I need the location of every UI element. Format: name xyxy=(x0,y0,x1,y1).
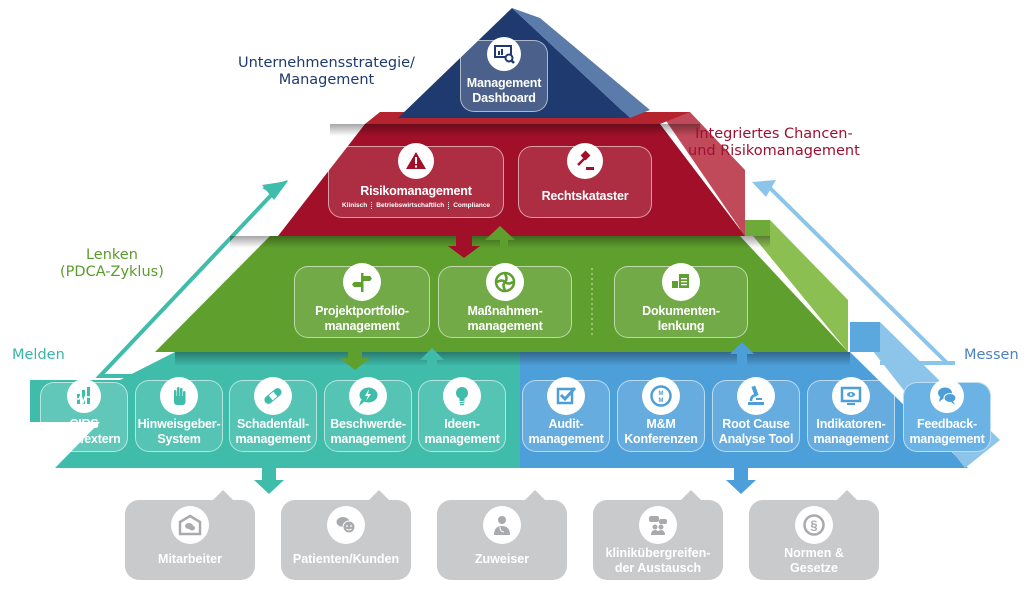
document-hand-icon xyxy=(662,263,700,301)
source-patients-card[interactable]: Patienten/Kunden xyxy=(281,490,411,580)
indicator-title: Indikatoren- management xyxy=(813,417,889,446)
source-referrers-card[interactable]: Zuweiser xyxy=(437,490,567,580)
risk-sub-business: Betriebswirtschaftlich xyxy=(376,202,445,209)
damage-case-title: Schadenfall- management xyxy=(235,417,311,446)
complaint-card[interactable]: Beschwerde- management xyxy=(324,377,412,452)
legal-register-title: Rechtskataster xyxy=(541,189,629,203)
ideas-title: Ideen- management xyxy=(424,417,500,446)
label-measure: Messen xyxy=(964,347,1019,363)
staff-house-icon xyxy=(171,506,209,544)
risk-sub-clinical: Klinisch xyxy=(341,202,368,209)
signpost-icon xyxy=(343,263,381,301)
complaint-title: Beschwerde- management xyxy=(330,417,406,446)
whistleblower-title: Hinweisgeber- System xyxy=(137,417,221,446)
source-exchange-title: klinikübergreifen- der Austausch xyxy=(605,546,711,575)
callout-tip xyxy=(369,490,389,500)
cirs-card[interactable]: CIRS intern/extern xyxy=(40,379,128,452)
source-patients-title: Patienten/Kunden xyxy=(292,552,400,566)
feedback-card[interactable]: Feedback- management xyxy=(903,379,991,452)
project-portfolio-card[interactable]: Projektportfolio- management xyxy=(294,263,430,338)
label-strategy: Unternehmensstrategie/ Management xyxy=(238,55,415,88)
source-norms-title: Normen & Gesetze xyxy=(784,546,844,575)
ideas-card[interactable]: Ideen- management xyxy=(418,377,506,452)
callout-tip xyxy=(681,490,701,500)
warning-icon xyxy=(398,143,434,179)
legal-register-card[interactable]: Rechtskataster xyxy=(518,143,652,218)
mm-conference-title: M&M Konferenzen xyxy=(624,417,698,446)
source-exchange-card[interactable]: klinikübergreifen- der Austausch xyxy=(593,490,723,580)
label-risk-management: Integriertes Chancen- und Risikomanageme… xyxy=(688,126,860,159)
dashboard-analytics-icon xyxy=(487,37,521,71)
monitor-eye-icon xyxy=(832,377,870,415)
sub-divider xyxy=(448,202,450,209)
root-cause-card[interactable]: Root Cause Analyse Tool xyxy=(712,377,800,452)
source-staff-card[interactable]: Mitarbeiter xyxy=(125,490,255,580)
layer-connector-arrows xyxy=(254,226,756,494)
complaint-bubble-icon xyxy=(349,377,387,415)
callout-tip xyxy=(837,490,857,500)
document-control-title: Dokumenten- lenkung xyxy=(642,304,720,333)
microscope-icon xyxy=(737,377,775,415)
cycle-arrowhead-right xyxy=(752,180,776,197)
risk-management-card[interactable]: Risikomanagement Klinisch Betriebswirtsc… xyxy=(328,143,504,218)
management-dashboard-title: Management Dashboard xyxy=(466,76,542,105)
damage-case-card[interactable]: Schadenfall- management xyxy=(229,377,317,452)
audit-card[interactable]: Audit- management xyxy=(522,377,610,452)
chart-pulse-icon xyxy=(67,379,101,413)
doctor-icon xyxy=(483,506,521,544)
whistleblower-card[interactable]: Hinweisgeber- System xyxy=(135,377,223,452)
group-chat-icon xyxy=(639,506,677,544)
project-portfolio-title: Projektportfolio- management xyxy=(315,304,409,333)
document-control-card[interactable]: Dokumenten- lenkung xyxy=(614,263,748,338)
svg-text:M: M xyxy=(659,398,664,404)
svg-text:M: M xyxy=(659,391,664,397)
callout-tip xyxy=(525,490,545,500)
measures-management-title: Maßnahmen- management xyxy=(467,304,543,333)
hand-icon xyxy=(160,377,198,415)
label-steer: Lenken (PDCA-Zyklus) xyxy=(60,247,164,280)
cycle-icon xyxy=(486,263,524,301)
risk-subcategories: Klinisch Betriebswirtschaftlich Complian… xyxy=(329,202,503,209)
source-staff-title: Mitarbeiter xyxy=(158,552,222,566)
sub-divider xyxy=(371,202,373,209)
gavel-icon xyxy=(567,143,603,179)
chat-faces-icon xyxy=(327,506,365,544)
paragraph-icon: § xyxy=(795,506,833,544)
svg-text:§: § xyxy=(810,518,817,533)
checkbox-icon xyxy=(547,377,585,415)
source-referrers-title: Zuweiser xyxy=(474,552,530,566)
risk-sub-compliance: Compliance xyxy=(453,202,491,209)
risk-management-title: Risikomanagement xyxy=(360,184,472,198)
indicator-card[interactable]: Indikatoren- management xyxy=(807,377,895,452)
source-norms-card[interactable]: § Normen & Gesetze xyxy=(749,490,879,580)
callout-tip xyxy=(213,490,233,500)
management-dashboard-card[interactable]: Management Dashboard xyxy=(460,37,548,112)
label-report: Melden xyxy=(12,347,65,363)
root-cause-title: Root Cause Analyse Tool xyxy=(718,417,794,446)
bandage-icon xyxy=(254,377,292,415)
cycle-arrowhead-left xyxy=(262,181,288,200)
lightbulb-icon xyxy=(443,377,481,415)
feedback-title: Feedback- management xyxy=(909,417,985,446)
measures-management-card[interactable]: Maßnahmen- management xyxy=(438,263,572,338)
audit-title: Audit- management xyxy=(528,417,604,446)
cirs-title: CIRS intern/extern xyxy=(47,417,121,446)
speech-bubbles-icon xyxy=(930,379,964,413)
